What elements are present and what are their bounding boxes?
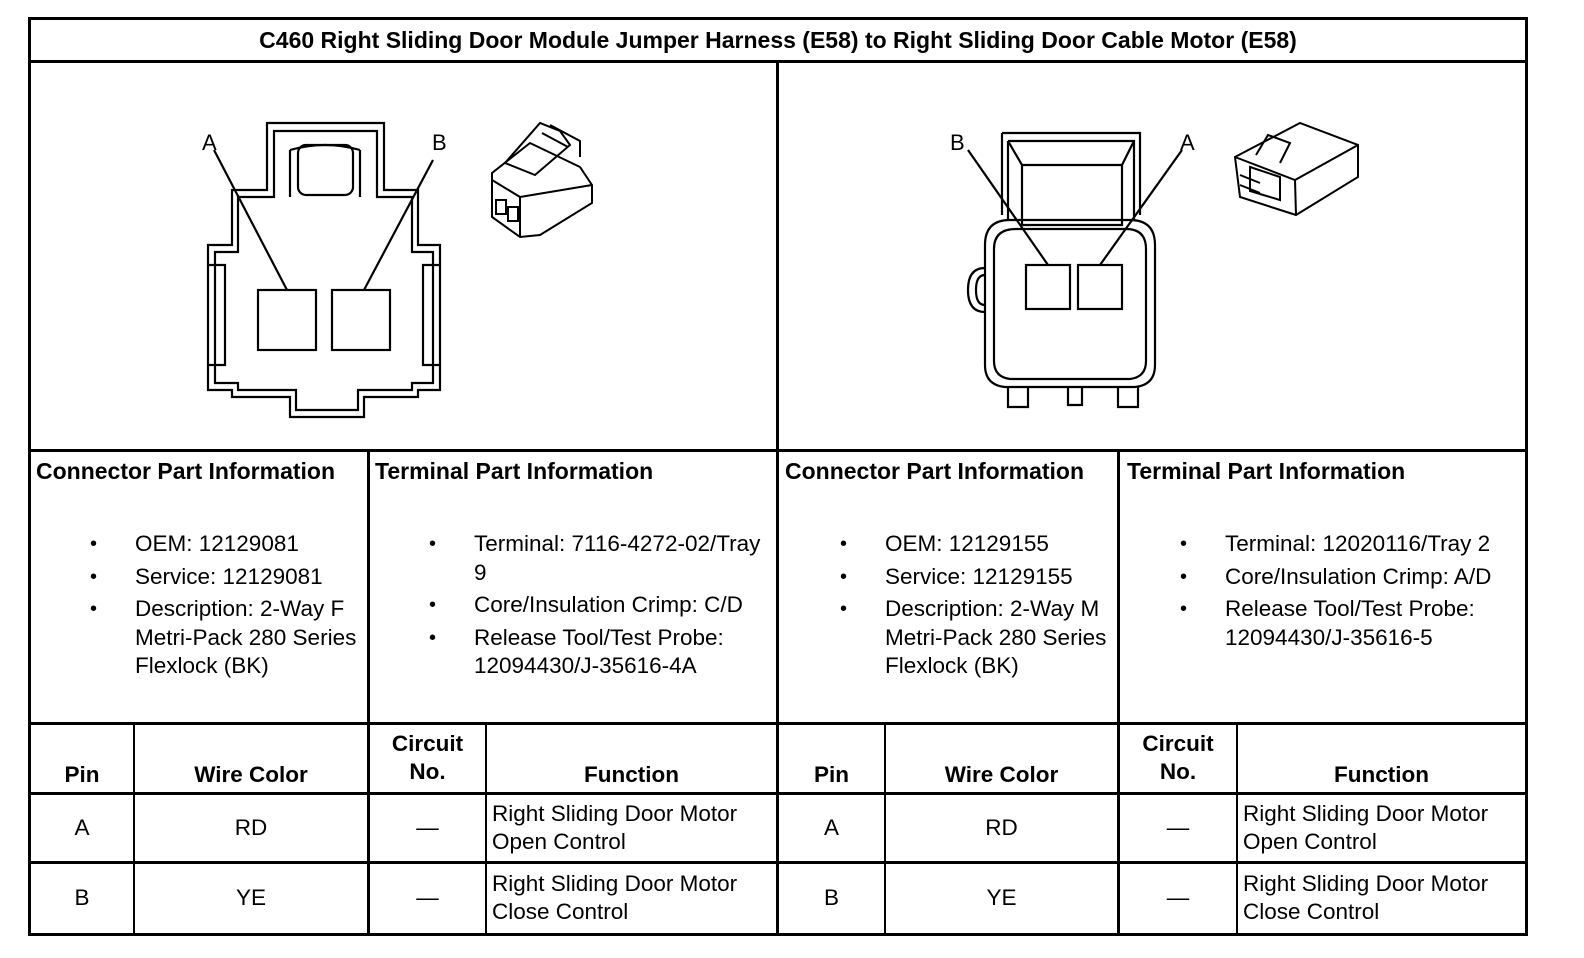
- pin-label-b: B: [950, 130, 965, 155]
- divider: [31, 792, 1525, 795]
- cell-circuit-no: —: [1166, 885, 1190, 910]
- terminal-part-info-header: Terminal Part Information: [1127, 458, 1406, 484]
- divider: [367, 451, 370, 933]
- terminal-part-list: Terminal: 7116-4272-02/Tray 9 Core/Insul…: [429, 530, 774, 685]
- list-item: Terminal: 7116-4272-02/Tray 9: [429, 530, 774, 587]
- cell-pin: A: [74, 814, 90, 840]
- female-connector-diagram: A B: [202, 121, 593, 419]
- col-header-circuit-no: Circuit No.: [391, 731, 464, 784]
- cell-circuit-no: —: [416, 814, 439, 840]
- connector-table-frame: [28, 17, 1528, 936]
- divider: [31, 722, 1525, 725]
- divider: [31, 449, 1525, 452]
- connector-part-info-header: Connector Part Information: [36, 458, 336, 484]
- col-header-circuit-no: Circuit No.: [1142, 731, 1214, 784]
- male-connector-diagram: B A: [950, 121, 1359, 409]
- cell-circuit-no: —: [1166, 814, 1190, 840]
- connector-part-list: OEM: 12129081 Service: 12129081 Descript…: [90, 530, 365, 685]
- cell-wire-color: YE: [235, 885, 266, 910]
- col-header-pin: Pin: [813, 762, 849, 787]
- cell-wire-color: RD: [234, 814, 268, 840]
- list-item: Service: 12129155: [840, 563, 1115, 592]
- list-item: Release Tool/Test Probe: 12094430/J-3561…: [1180, 595, 1523, 652]
- list-item: Description: 2-Way F Metri-Pack 280 Seri…: [90, 595, 365, 681]
- divider: [776, 60, 779, 933]
- divider: [1117, 451, 1120, 933]
- pin-label-b: B: [432, 130, 447, 155]
- col-header-function: Function: [584, 762, 679, 787]
- col-header-function: Function: [1334, 762, 1429, 787]
- cell-circuit-no: —: [416, 885, 439, 910]
- cell-function: Right Sliding Door Motor Close Control: [1243, 871, 1489, 924]
- cell-pin: B: [74, 885, 90, 910]
- list-item: Core/Insulation Crimp: A/D: [1180, 563, 1523, 592]
- cell-function: Right Sliding Door Motor Close Control: [492, 871, 738, 924]
- pin-label-a: A: [202, 130, 217, 155]
- list-item: Release Tool/Test Probe: 12094430/J-3561…: [429, 624, 774, 681]
- col-header-wire-color: Wire Color: [944, 762, 1059, 787]
- col-header-wire-color: Wire Color: [194, 762, 308, 787]
- cell-pin: A: [823, 814, 839, 840]
- divider: [31, 861, 1525, 864]
- pin-label-a: A: [1180, 130, 1195, 155]
- connector-part-list: OEM: 12129155 Service: 12129155 Descript…: [840, 530, 1115, 685]
- divider: [485, 724, 487, 933]
- divider: [884, 724, 886, 933]
- list-item: Service: 12129081: [90, 563, 365, 592]
- divider: [1236, 724, 1238, 933]
- list-item: Terminal: 12020116/Tray 2: [1180, 530, 1523, 559]
- cell-pin: B: [823, 885, 839, 910]
- divider: [133, 724, 135, 933]
- list-item: OEM: 12129155: [840, 530, 1115, 559]
- connector-part-info-header: Connector Part Information: [785, 458, 1085, 484]
- list-item: Description: 2-Way M Metri-Pack 280 Seri…: [840, 595, 1115, 681]
- terminal-part-info-header: Terminal Part Information: [375, 458, 654, 484]
- col-header-pin: Pin: [64, 762, 100, 787]
- list-item: OEM: 12129081: [90, 530, 365, 559]
- cell-wire-color: YE: [986, 885, 1017, 910]
- page-title: C460 Right Sliding Door Module Jumper Ha…: [259, 27, 1297, 53]
- cell-wire-color: RD: [985, 814, 1018, 840]
- list-item: Core/Insulation Crimp: C/D: [429, 591, 774, 620]
- cell-function: Right Sliding Door Motor Open Control: [1243, 800, 1489, 854]
- terminal-part-list: Terminal: 12020116/Tray 2 Core/Insulatio…: [1180, 530, 1523, 656]
- cell-function: Right Sliding Door Motor Open Control: [492, 800, 738, 854]
